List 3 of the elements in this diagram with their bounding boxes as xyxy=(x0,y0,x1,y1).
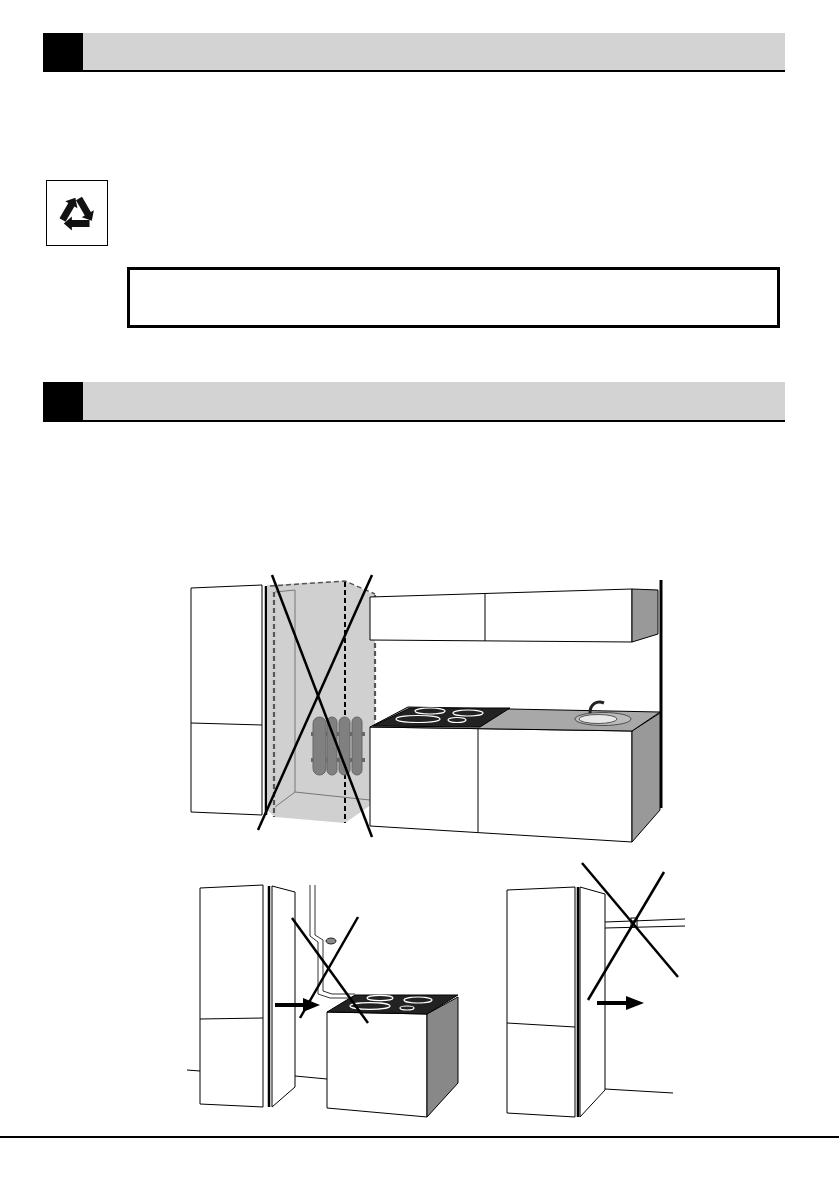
section-header-bar xyxy=(43,382,785,422)
notice-box xyxy=(127,267,780,328)
section-header-bar xyxy=(43,33,785,72)
